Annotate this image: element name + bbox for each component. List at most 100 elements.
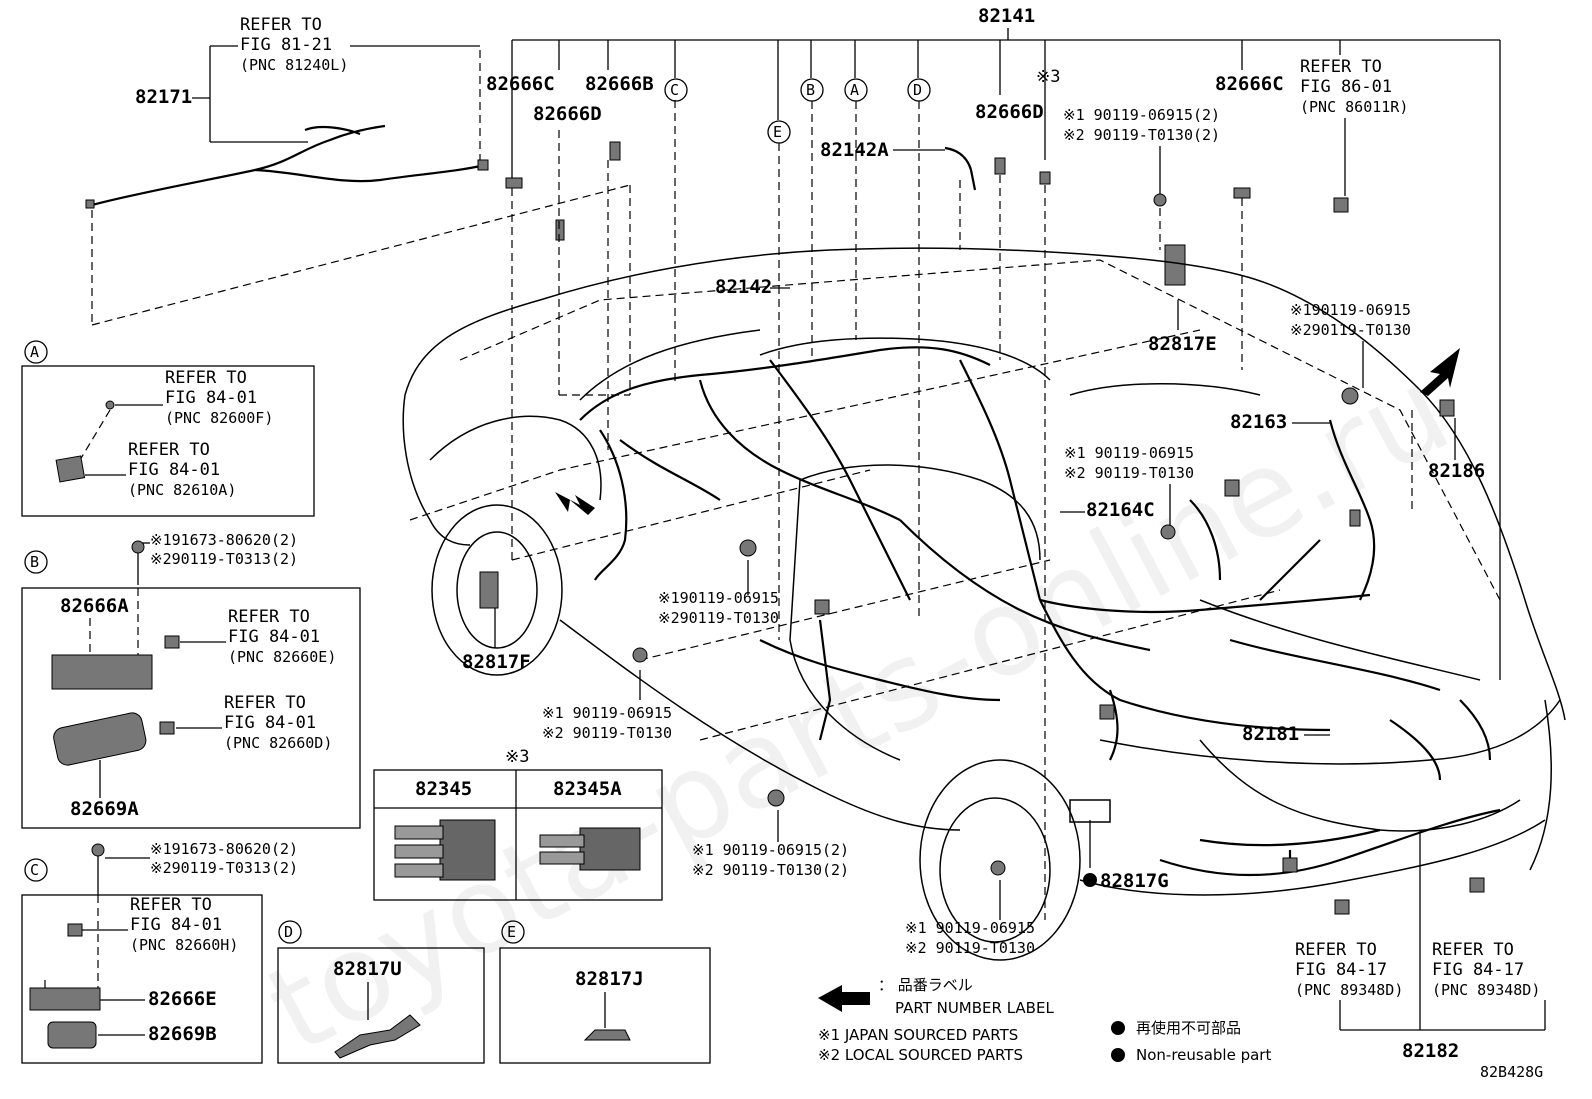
circle-letter-E: E xyxy=(767,120,791,144)
svg-text:FIG 84-17: FIG 84-17 xyxy=(1295,960,1387,980)
svg-text:FIG 84-01: FIG 84-01 xyxy=(224,713,316,733)
svg-text:(PNC 82610A): (PNC 82610A) xyxy=(128,481,236,499)
svg-text:FIG 84-01: FIG 84-01 xyxy=(228,627,320,647)
svg-text:(PNC 89348D): (PNC 89348D) xyxy=(1432,981,1540,999)
refer-r1-line2: FIG 81-21 xyxy=(240,35,332,55)
svg-text:A: A xyxy=(850,81,859,99)
bolt-callout-b2: ※190119-06915 ※290119-T0130 xyxy=(1290,301,1411,388)
svg-text:： 品番ラベル: ： 品番ラベル xyxy=(878,976,973,994)
label-82666C-right: 82666C xyxy=(1215,73,1284,95)
inset-E: E 82817J xyxy=(499,920,711,1064)
svg-text:82817G: 82817G xyxy=(1100,870,1169,892)
bolt-callout-b6: ※1 90119-06915(2) ※2 90119-T0130(2) xyxy=(692,789,849,879)
callout-82186: 82186 xyxy=(1428,418,1485,482)
inset-B: B ※191673-80620(2) ※290119-T0313(2) 8266… xyxy=(21,531,361,829)
label-82666D-left: 82666D xyxy=(533,103,602,125)
callout-82163: 82163 xyxy=(1230,411,1330,433)
inset-D: D 82817U xyxy=(277,920,485,1064)
circle-letter-D: D xyxy=(907,78,931,102)
svg-text:※2 LOCAL SOURCED PARTS: ※2 LOCAL SOURCED PARTS xyxy=(818,1046,1023,1064)
callout-82817F: 82817F xyxy=(462,571,531,673)
refer-callout-r3: REFER TO FIG 84-17 (PNC 89348D) xyxy=(1295,940,1403,999)
label-82141: 82141 xyxy=(978,5,1035,27)
svg-text:82817U: 82817U xyxy=(333,958,402,980)
bolt-callout-b7: ※1 90119-06915 ※2 90119-T0130 xyxy=(905,860,1035,957)
svg-text:B: B xyxy=(806,81,815,99)
callout-82164C: 82164C xyxy=(1060,499,1155,521)
svg-text:※3: ※3 xyxy=(505,747,529,767)
label-82666C-left: 82666C xyxy=(486,73,555,95)
svg-text:REFER TO: REFER TO xyxy=(165,368,247,388)
svg-text:※1 90119-06915: ※1 90119-06915 xyxy=(905,919,1035,937)
svg-text:※190119-06915: ※190119-06915 xyxy=(658,589,779,607)
svg-text:※190119-06915: ※190119-06915 xyxy=(1290,301,1411,319)
svg-text:※290119-T0130: ※290119-T0130 xyxy=(658,609,779,627)
svg-text:※2 90119-T0130: ※2 90119-T0130 xyxy=(1064,464,1194,482)
label-82142: 82142 xyxy=(715,276,772,298)
svg-text:82182: 82182 xyxy=(1402,1040,1459,1062)
part-number-label-arrow-left xyxy=(555,492,595,515)
svg-text:82345: 82345 xyxy=(415,778,472,800)
inset-A: A REFER TO FIG 84-01 (PNC 82600F) REFER … xyxy=(21,340,315,517)
watermark-text: toyota-parts-online.ru xyxy=(247,341,1471,1080)
svg-text:※290119-T0313(2): ※290119-T0313(2) xyxy=(150,859,298,877)
label-82666D-right: 82666D xyxy=(975,101,1044,123)
svg-text:※191673-80620(2): ※191673-80620(2) xyxy=(150,840,298,858)
svg-text:(PNC 86011R): (PNC 86011R) xyxy=(1300,98,1408,116)
callout-82181: 82181 xyxy=(1242,723,1330,745)
svg-text:82817F: 82817F xyxy=(462,651,531,673)
callout-82817G: 82817G xyxy=(1083,820,1169,892)
svg-text:82181: 82181 xyxy=(1242,723,1299,745)
vehicle-body xyxy=(402,247,1566,961)
svg-text:FIG 86-01: FIG 86-01 xyxy=(1300,77,1392,97)
svg-text:REFER TO: REFER TO xyxy=(224,693,306,713)
svg-text:(PNC 82600F): (PNC 82600F) xyxy=(165,409,273,427)
svg-text:FIG 84-17: FIG 84-17 xyxy=(1432,960,1524,980)
bracket-82182: 82182 xyxy=(1339,830,1546,1062)
svg-text:D: D xyxy=(913,81,922,99)
fuse-table: ※3 82345 82345A xyxy=(373,747,663,901)
svg-text:(PNC 82660H): (PNC 82660H) xyxy=(130,936,238,954)
fuse-82345A-icon xyxy=(539,827,641,871)
svg-text:※1 90119-06915(2): ※1 90119-06915(2) xyxy=(1063,106,1220,124)
label-arrow-icon xyxy=(818,985,870,1012)
svg-text:82817J: 82817J xyxy=(575,968,644,990)
bolt-callout-b5: ※1 90119-06915 ※2 90119-T0130 xyxy=(542,647,672,742)
refer-r1-line1: REFER TO xyxy=(240,15,322,35)
refer-r1-line3: (PNC 81240L) xyxy=(240,56,348,74)
fuse-82345-icon xyxy=(394,819,496,881)
svg-text:※2 90119-T0130: ※2 90119-T0130 xyxy=(905,939,1035,957)
svg-text:82345A: 82345A xyxy=(553,778,622,800)
svg-text:Non-reusable part: Non-reusable part xyxy=(1136,1046,1271,1064)
svg-text:REFER TO: REFER TO xyxy=(130,895,212,915)
note-3-top: ※3 xyxy=(1036,67,1060,87)
svg-text:(PNC 82660D): (PNC 82660D) xyxy=(224,734,332,752)
circle-letter-B: B xyxy=(800,78,824,102)
svg-text:※1 90119-06915(2): ※1 90119-06915(2) xyxy=(692,841,849,859)
label-82171: 82171 xyxy=(135,86,192,108)
refer-callout-r4: REFER TO FIG 84-17 (PNC 89348D) xyxy=(1432,940,1540,999)
svg-text:82164C: 82164C xyxy=(1086,499,1155,521)
nonreusable-dot-icon-2 xyxy=(1111,1048,1125,1062)
svg-text:REFER TO: REFER TO xyxy=(128,440,210,460)
svg-text:(PNC 82660E): (PNC 82660E) xyxy=(228,648,336,666)
svg-text:FIG 84-01: FIG 84-01 xyxy=(130,915,222,935)
circle-letter-A: A xyxy=(844,78,868,102)
bracket-82141: 82141 xyxy=(511,5,1501,680)
svg-text:FIG 84-01: FIG 84-01 xyxy=(128,460,220,480)
diagram-code: 82B428G xyxy=(1480,1063,1543,1081)
inset-C: C ※191673-80620(2) ※290119-T0313(2) REFE… xyxy=(21,840,298,1064)
svg-text:※1 90119-06915: ※1 90119-06915 xyxy=(542,704,672,722)
svg-text:※191673-80620(2): ※191673-80620(2) xyxy=(150,531,298,549)
svg-text:B: B xyxy=(30,553,39,571)
leader-dashes xyxy=(511,100,1413,920)
wire-harnesses xyxy=(579,346,1501,915)
svg-text:82669B: 82669B xyxy=(148,1023,217,1045)
refer-callout-r2: REFER TO FIG 86-01 (PNC 86011R) xyxy=(1300,57,1408,196)
svg-text:REFER TO: REFER TO xyxy=(228,607,310,627)
bolt-callout-b4: ※190119-06915 ※290119-T0130 xyxy=(658,539,779,627)
svg-text:82666E: 82666E xyxy=(148,988,217,1010)
svg-text:REFER TO: REFER TO xyxy=(1432,940,1514,960)
svg-text:FIG 84-01: FIG 84-01 xyxy=(165,388,257,408)
